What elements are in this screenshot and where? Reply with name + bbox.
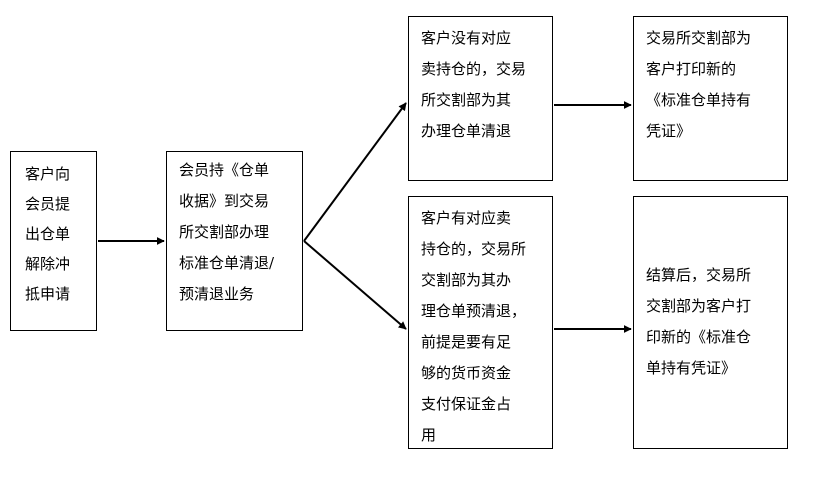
step-member-box: 会员持《仓单 收据》到交易 所交割部办理 标准仓单清退/ 预清退业务 (166, 151, 303, 331)
arrow-member-to-no-position (303, 102, 407, 242)
step-apply-box: 客户向 会员提 出仓单 解除冲 抵申请 (10, 151, 97, 331)
step-no-position-box: 客户没有对应 卖持仓的，交易 所交割部为其 办理仓单清退 (408, 16, 553, 181)
step-print-new-box: 交易所交割部为 客户打印新的 《标准仓单持有 凭证》 (633, 16, 788, 181)
arrow-member-to-has-position (303, 240, 407, 330)
step-settle-print-box: 结算后，交易所 交割部为客户打 印新的《标准仓 单持有凭证》 (633, 196, 788, 449)
step-has-position-box: 客户有对应卖 持仓的，交易所 交割部为其办 理仓单预清退， 前提是要有足 够的货… (408, 196, 553, 449)
